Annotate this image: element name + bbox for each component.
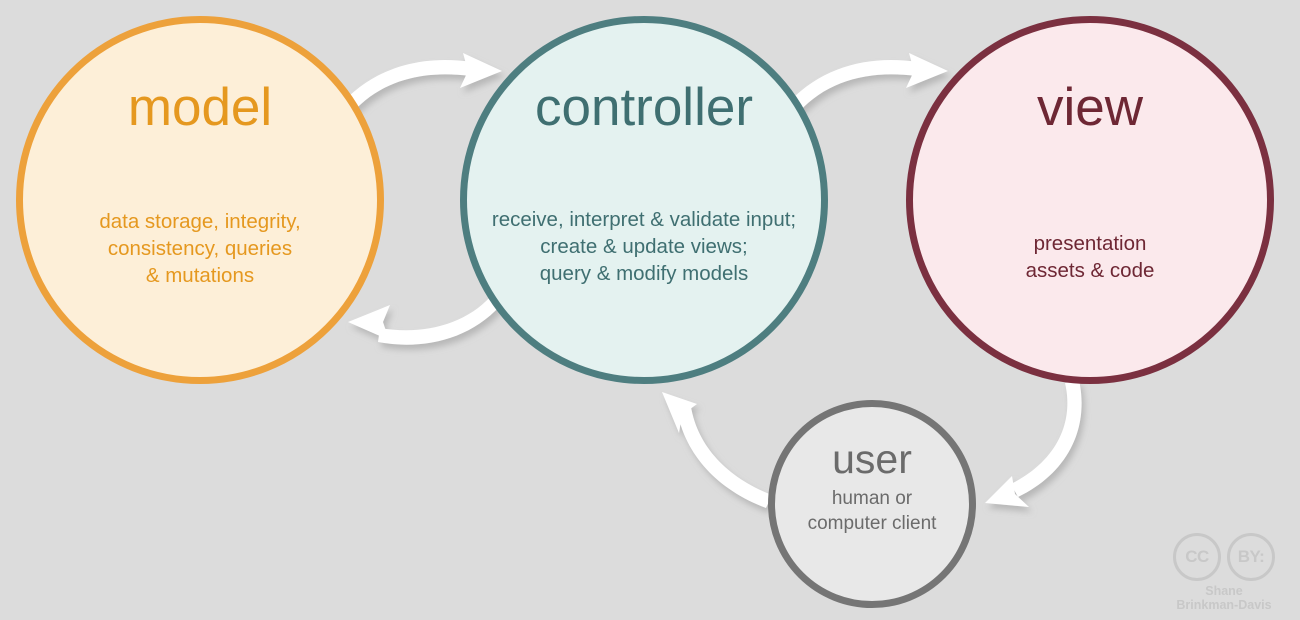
node-view[interactable]: view presentation assets & code — [906, 16, 1274, 384]
attribution-icon: BY: — [1227, 533, 1275, 581]
node-user-title: user — [832, 436, 912, 482]
arrow-view-to-user — [985, 380, 1082, 507]
node-model-title: model — [127, 78, 273, 137]
node-model[interactable]: model data storage, integrity, consisten… — [16, 16, 384, 384]
creative-commons-icon: CC — [1173, 533, 1221, 581]
author-credit: Shane Brinkman-Davis — [1162, 584, 1286, 612]
arrow-controller-to-view — [790, 53, 948, 112]
node-model-description: data storage, integrity, consistency, qu… — [99, 210, 301, 288]
arrow-model-to-controller — [344, 53, 502, 112]
node-user[interactable]: user human or computer client — [768, 400, 976, 608]
license-badges: CC BY: — [1162, 533, 1286, 581]
node-user-description: human or computer client — [807, 488, 937, 535]
author-first-name: Shane — [1205, 584, 1243, 598]
arrow-controller-to-model — [348, 296, 500, 345]
node-controller-title: controller — [535, 78, 753, 137]
arrow-user-to-controller — [662, 392, 772, 508]
node-controller[interactable]: controller receive, interpret & validate… — [460, 16, 828, 384]
node-view-description: presentation assets & code — [1025, 232, 1155, 283]
creative-commons-watermark: CC BY: Shane Brinkman-Davis — [1162, 533, 1286, 612]
node-view-title: view — [1036, 78, 1144, 137]
node-controller-description: receive, interpret & validate input; cre… — [491, 208, 797, 286]
author-last-name: Brinkman-Davis — [1176, 598, 1272, 612]
